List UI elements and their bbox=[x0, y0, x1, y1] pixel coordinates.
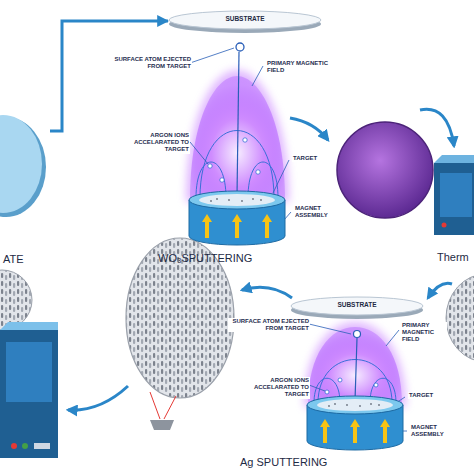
furnace-body bbox=[0, 330, 58, 458]
leader-line bbox=[190, 48, 234, 63]
callout-label: ARGON IONS ACCELARATED TO TARGET bbox=[122, 132, 190, 154]
leader-line bbox=[309, 324, 351, 334]
target-grain bbox=[328, 405, 330, 407]
plasma-glow bbox=[304, 322, 406, 407]
argon-ion bbox=[243, 138, 247, 142]
sputter-target: Ag SPUTTERING bbox=[240, 395, 410, 474]
nano-disc bbox=[446, 274, 474, 362]
magnet-arrow bbox=[353, 426, 357, 443]
furnace-top bbox=[0, 322, 58, 330]
coated-disc bbox=[337, 122, 433, 218]
furnace-button bbox=[442, 223, 447, 228]
cylinder-top bbox=[307, 396, 403, 414]
callout-label: SURFACE ATOM EJECTED FROM TARGET bbox=[110, 56, 192, 70]
target-grain bbox=[216, 198, 218, 200]
node-outline bbox=[0, 112, 50, 270]
argon-ion bbox=[325, 390, 329, 394]
atom-path bbox=[355, 338, 357, 401]
cylinder-top bbox=[189, 191, 285, 209]
magnet-arrow-head bbox=[202, 214, 212, 222]
magnet-arrow bbox=[235, 221, 239, 238]
callout-label: PRIMARY MAGNETIC FIELD bbox=[266, 60, 334, 74]
leader-line bbox=[309, 385, 325, 391]
laser-beam bbox=[150, 392, 160, 419]
furnace-button bbox=[22, 443, 28, 449]
stage-title: Therm bbox=[437, 251, 469, 264]
leader-line bbox=[190, 142, 208, 164]
ejected-atom bbox=[236, 43, 244, 51]
argon-ion bbox=[374, 383, 378, 387]
target-grain bbox=[228, 199, 230, 201]
magnet-arrow-head bbox=[350, 419, 360, 427]
callout-label: PRIMARY MAGNETIC FIELD bbox=[401, 322, 447, 344]
node-outline bbox=[430, 155, 474, 267]
target-grain bbox=[210, 200, 212, 202]
target-disc bbox=[317, 399, 393, 411]
magnet-arrow-head bbox=[380, 419, 390, 427]
furnace-slot bbox=[34, 443, 50, 449]
substrate-disc: SUBSTRATE bbox=[168, 8, 322, 34]
furnace-button bbox=[11, 443, 17, 449]
magnet-arrow-head bbox=[320, 419, 330, 427]
leader-line bbox=[386, 330, 399, 346]
substrate-disc: ATE bbox=[0, 112, 50, 270]
furnace-door bbox=[6, 342, 52, 402]
atom-path bbox=[237, 52, 239, 196]
disc-face bbox=[169, 11, 321, 29]
stage-title: ATE bbox=[3, 253, 24, 266]
target-grain bbox=[346, 404, 348, 406]
magnet-arrow bbox=[383, 426, 387, 443]
wafer-face bbox=[0, 115, 42, 213]
callout-label: TARGET bbox=[408, 392, 450, 399]
disc-label: SUBSTRATE bbox=[337, 301, 376, 308]
target-grain bbox=[370, 403, 372, 405]
furnace-top bbox=[434, 155, 474, 163]
flow-arrow bbox=[428, 283, 452, 298]
argon-ion bbox=[208, 164, 212, 168]
furnace-box: Therm bbox=[430, 155, 474, 267]
laser-beam bbox=[164, 396, 176, 419]
target-grain bbox=[359, 405, 361, 407]
flow-arrow bbox=[242, 287, 292, 298]
callout-label: MAGNET ASSEMBLY bbox=[410, 424, 456, 438]
argon-ion bbox=[338, 378, 342, 382]
magnet-arrow bbox=[323, 426, 327, 443]
sputter-target: WO₃SPUTTERING bbox=[150, 190, 290, 270]
callout-label: SURFACE ATOM EJECTED FROM TARGET bbox=[228, 318, 310, 332]
target-grain bbox=[241, 200, 243, 202]
laser-source bbox=[150, 420, 174, 430]
magnet-arrow bbox=[265, 221, 269, 238]
argon-ion bbox=[220, 178, 224, 182]
magnet-arrow-head bbox=[262, 214, 272, 222]
target-grain bbox=[378, 404, 380, 406]
substrate-disc: SUBSTRATE bbox=[290, 294, 424, 320]
furnace-door bbox=[440, 173, 472, 217]
disc-face bbox=[291, 297, 423, 315]
flow-arrow bbox=[68, 386, 128, 410]
flow-connector bbox=[50, 21, 168, 131]
nano-disc bbox=[0, 270, 32, 330]
target-grain bbox=[260, 199, 262, 201]
stage-title: WO₃SPUTTERING bbox=[158, 252, 252, 265]
argon-ion bbox=[256, 170, 260, 174]
leader-line bbox=[252, 66, 263, 86]
leader-line bbox=[273, 160, 289, 193]
plasma-dome bbox=[308, 327, 402, 405]
stage-title: Ag SPUTTERING bbox=[240, 456, 327, 469]
flow-arrow bbox=[290, 118, 328, 140]
target-grain bbox=[334, 403, 336, 405]
magnet-arrow-head bbox=[232, 214, 242, 222]
ejected-atom bbox=[354, 331, 361, 338]
target-disc bbox=[199, 194, 275, 206]
furnace-body bbox=[434, 163, 474, 235]
magnet-arrow bbox=[205, 221, 209, 238]
target-grain bbox=[252, 198, 254, 200]
callout-label: MAGNET ASSEMBLY bbox=[294, 205, 338, 219]
disc-label: SUBSTRATE bbox=[225, 15, 264, 22]
callout-label: ARGON IONS ACCELARATED TO TARGET bbox=[242, 377, 310, 399]
callout-label: TARGET bbox=[292, 155, 334, 162]
flow-arrow bbox=[420, 109, 454, 146]
